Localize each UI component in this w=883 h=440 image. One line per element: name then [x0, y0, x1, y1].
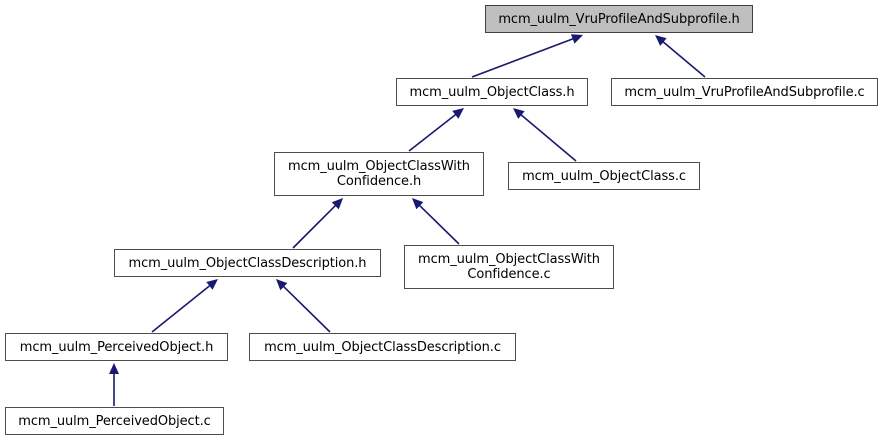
edge-line-objclass_c-to-objclass_h: [519, 113, 577, 162]
graph-node-label: mcm_uulm_PerceivedObject.c: [18, 413, 211, 429]
edge-arrowhead-po_c-to-po_h: [109, 363, 119, 374]
edge-line-ocd_c-to-ocd_h: [282, 285, 331, 333]
edge-arrowhead-po_h-to-ocd_h: [206, 279, 218, 290]
graph-node-label: mcm_uulm_ObjectClassDescription.h: [128, 255, 367, 271]
edge-arrowhead-vru_c-to-vru_h: [655, 35, 667, 46]
edge-line-po_h-to-ocd_h: [151, 284, 212, 333]
edge-line-vru_c-to-vru_h: [661, 40, 706, 78]
graph-node-label: mcm_uulm_VruProfileAndSubprofile.h: [498, 11, 740, 27]
graph-node-occ_c[interactable]: mcm_uulm_ObjectClassWith Confidence.c: [404, 245, 614, 289]
graph-node-occ_h[interactable]: mcm_uulm_ObjectClassWith Confidence.h: [274, 152, 484, 196]
edge-arrowhead-objclass_h-to-vru_h: [570, 34, 583, 44]
edge-arrowhead-objclass_c-to-objclass_h: [513, 108, 525, 119]
graph-node-ocd_c[interactable]: mcm_uulm_ObjectClassDescription.c: [249, 333, 516, 361]
graph-node-label: mcm_uulm_ObjectClass.c: [522, 168, 686, 184]
graph-node-label: mcm_uulm_ObjectClassDescription.c: [264, 339, 501, 355]
graph-node-vru_c[interactable]: mcm_uulm_VruProfileAndSubprofile.c: [611, 78, 878, 106]
graph-node-label: mcm_uulm_VruProfileAndSubprofile.c: [624, 84, 865, 100]
graph-node-vru_h[interactable]: mcm_uulm_VruProfileAndSubprofile.h: [485, 5, 753, 33]
edge-line-occ_c-to-occ_h: [418, 204, 460, 245]
edge-arrowhead-occ_h-to-objclass_h: [452, 108, 464, 119]
graph-node-label: mcm_uulm_PerceivedObject.h: [19, 339, 214, 355]
edge-arrowhead-ocd_h-to-occ_h: [331, 198, 343, 210]
graph-node-po_h[interactable]: mcm_uulm_PerceivedObject.h: [5, 333, 228, 361]
graph-node-objclass_c[interactable]: mcm_uulm_ObjectClass.c: [508, 162, 700, 190]
graph-node-po_c[interactable]: mcm_uulm_PerceivedObject.c: [5, 407, 224, 435]
edge-arrowhead-occ_c-to-occ_h: [412, 198, 424, 210]
edge-line-occ_h-to-objclass_h: [408, 113, 458, 152]
graph-node-label: mcm_uulm_ObjectClassWith Confidence.c: [418, 252, 600, 282]
graph-node-objclass_h[interactable]: mcm_uulm_ObjectClass.h: [396, 78, 588, 106]
edge-line-objclass_h-to-vru_h: [471, 37, 575, 78]
graph-node-label: mcm_uulm_ObjectClassWith Confidence.h: [288, 159, 470, 189]
edge-arrowhead-ocd_c-to-ocd_h: [276, 279, 288, 291]
edge-line-ocd_h-to-occ_h: [292, 204, 337, 249]
graph-node-label: mcm_uulm_ObjectClass.h: [409, 84, 575, 100]
graph-node-ocd_h[interactable]: mcm_uulm_ObjectClassDescription.h: [114, 249, 381, 277]
